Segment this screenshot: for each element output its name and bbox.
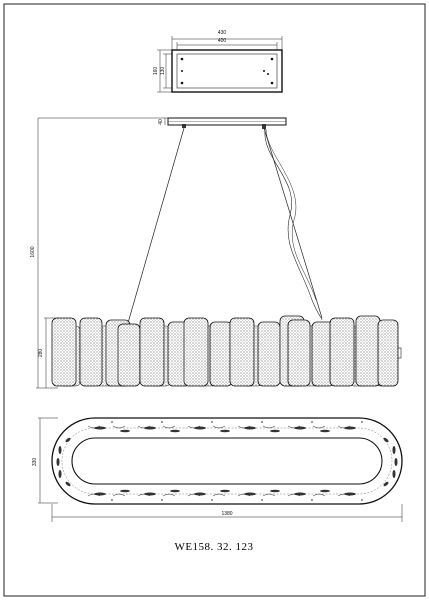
canopy-depth-outer-label: 160	[153, 67, 159, 76]
canopy-width-inner-label: 400	[218, 38, 227, 44]
overall-height-label: 1600	[30, 246, 36, 257]
canopy-width-outer-label: 430	[218, 30, 227, 36]
body-height-label: 280	[38, 349, 44, 358]
canopy-top-view: 430 400 160 130	[153, 30, 283, 93]
plan-view-oval: 330	[32, 417, 403, 522]
canopy-depth-inner-label: 130	[160, 67, 166, 76]
side-elevation: 40 1600 280	[30, 117, 402, 389]
plan-length-label: 1380	[221, 511, 232, 517]
canopy-height-label: 40	[158, 119, 164, 125]
model-number: WE158. 32. 123	[174, 541, 253, 553]
plan-width-label: 330	[32, 458, 38, 467]
sheet-frame	[3, 3, 426, 597]
